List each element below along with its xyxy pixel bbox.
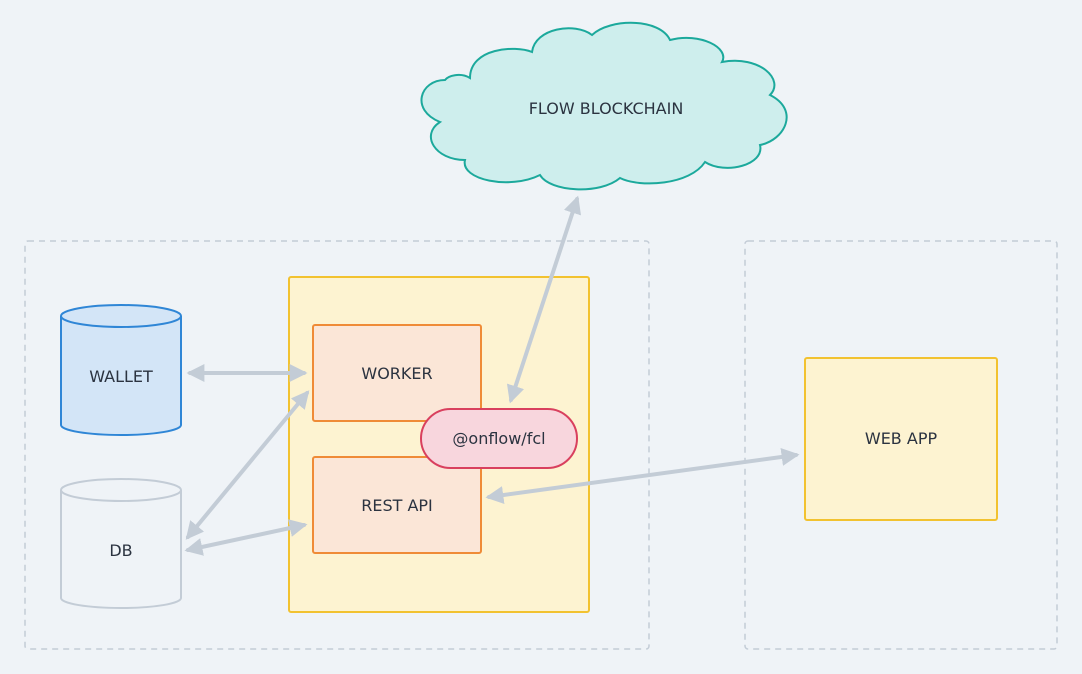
arrow-db-rest-api (184, 519, 308, 556)
fcl-node: @onflow/fcl (420, 408, 578, 469)
wallet-node: WALLET (60, 304, 182, 436)
backend-group-boundary (24, 240, 650, 650)
arrow-fcl-blockchain (506, 195, 582, 404)
flow-blockchain-label: FLOW BLOCKCHAIN (529, 99, 684, 118)
db-node: DB (60, 478, 182, 609)
worker-node: WORKER (312, 324, 482, 422)
rest-api-box (312, 456, 482, 554)
arrow-rest-api-web-app (485, 448, 800, 504)
frontend-group-boundary (744, 240, 1058, 650)
wallet-cylinder-top (60, 304, 182, 328)
db-label: DB (109, 541, 132, 560)
cloud-icon (420, 21, 788, 191)
worker-box (312, 324, 482, 422)
worker-label: WORKER (361, 364, 432, 383)
arrow-db-worker (185, 390, 310, 540)
web-app-label: WEB APP (865, 429, 938, 448)
rest-api-node: REST API (312, 456, 482, 554)
web-app-node: WEB APP (804, 357, 998, 521)
db-cylinder-top (60, 478, 182, 502)
wallet-cylinder-icon (60, 316, 182, 436)
connectors (184, 195, 800, 556)
fcl-label: @onflow/fcl (452, 429, 545, 448)
wallet-label: WALLET (89, 367, 153, 386)
flow-blockchain-node: FLOW BLOCKCHAIN (420, 21, 788, 191)
rest-api-label: REST API (361, 496, 433, 515)
web-app-box (804, 357, 998, 521)
db-cylinder-icon (60, 490, 182, 609)
